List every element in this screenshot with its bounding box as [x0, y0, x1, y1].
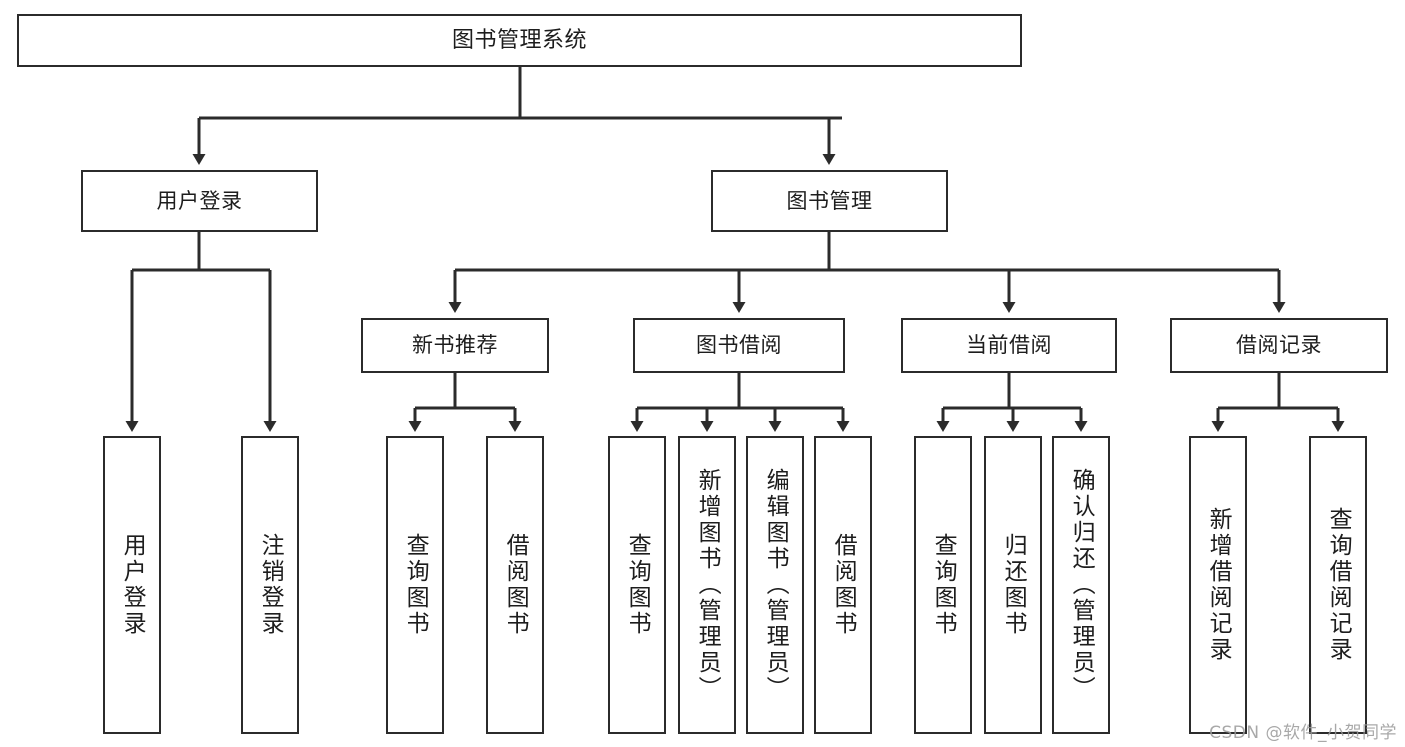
- leaf-return-book-label: 归还图书: [1000, 533, 1027, 637]
- leaf-confirm-return[interactable]: 确认归还（管理员）: [1052, 436, 1110, 734]
- leaf-edit-book[interactable]: 编辑图书（管理员）: [746, 436, 804, 734]
- node-root[interactable]: 图书管理系统: [17, 14, 1022, 67]
- node-book-manage-label: 图书管理: [786, 188, 873, 213]
- leaf-borrow-book-2[interactable]: 借阅图书: [814, 436, 872, 734]
- leaf-borrow-book-1[interactable]: 借阅图书: [486, 436, 544, 734]
- leaf-borrow-book-1-label: 借阅图书: [502, 533, 529, 637]
- leaf-query-book-3-label: 查询图书: [930, 533, 957, 637]
- leaf-query-record[interactable]: 查询借阅记录: [1309, 436, 1367, 734]
- leaf-return-book[interactable]: 归还图书: [984, 436, 1042, 734]
- node-new-book-recommend[interactable]: 新书推荐: [361, 318, 549, 373]
- leaf-edit-book-label: 编辑图书（管理员）: [762, 468, 789, 702]
- node-book-manage[interactable]: 图书管理: [711, 170, 948, 232]
- node-book-borrow[interactable]: 图书借阅: [633, 318, 845, 373]
- leaf-add-record[interactable]: 新增借阅记录: [1189, 436, 1247, 734]
- node-book-borrow-label: 图书借阅: [696, 333, 782, 358]
- leaf-borrow-book-2-label: 借阅图书: [830, 533, 857, 637]
- node-root-label: 图书管理系统: [451, 27, 587, 53]
- leaf-logout[interactable]: 注销登录: [241, 436, 299, 734]
- watermark: CSDN @软件_小贺同学: [1209, 723, 1397, 743]
- leaf-query-book-2[interactable]: 查询图书: [608, 436, 666, 734]
- node-current-borrow[interactable]: 当前借阅: [901, 318, 1117, 373]
- node-current-borrow-label: 当前借阅: [966, 333, 1052, 358]
- node-user-login-label: 用户登录: [156, 188, 243, 213]
- leaf-add-book-label: 新增图书（管理员）: [694, 468, 721, 702]
- leaf-query-book-2-label: 查询图书: [624, 533, 651, 637]
- leaf-add-record-label: 新增借阅记录: [1205, 507, 1232, 663]
- leaf-add-book[interactable]: 新增图书（管理员）: [678, 436, 736, 734]
- leaf-query-book-3[interactable]: 查询图书: [914, 436, 972, 734]
- node-borrow-record-label: 借阅记录: [1236, 333, 1322, 358]
- node-user-login[interactable]: 用户登录: [81, 170, 318, 232]
- node-new-book-recommend-label: 新书推荐: [412, 333, 498, 358]
- leaf-query-record-label: 查询借阅记录: [1325, 507, 1352, 663]
- leaf-query-book-1[interactable]: 查询图书: [386, 436, 444, 734]
- leaf-logout-label: 注销登录: [257, 533, 284, 637]
- leaf-confirm-return-label: 确认归还（管理员）: [1068, 468, 1095, 702]
- leaf-user-login[interactable]: 用户登录: [103, 436, 161, 734]
- leaf-user-login-label: 用户登录: [119, 533, 146, 637]
- node-borrow-record[interactable]: 借阅记录: [1170, 318, 1388, 373]
- leaf-query-book-1-label: 查询图书: [402, 533, 429, 637]
